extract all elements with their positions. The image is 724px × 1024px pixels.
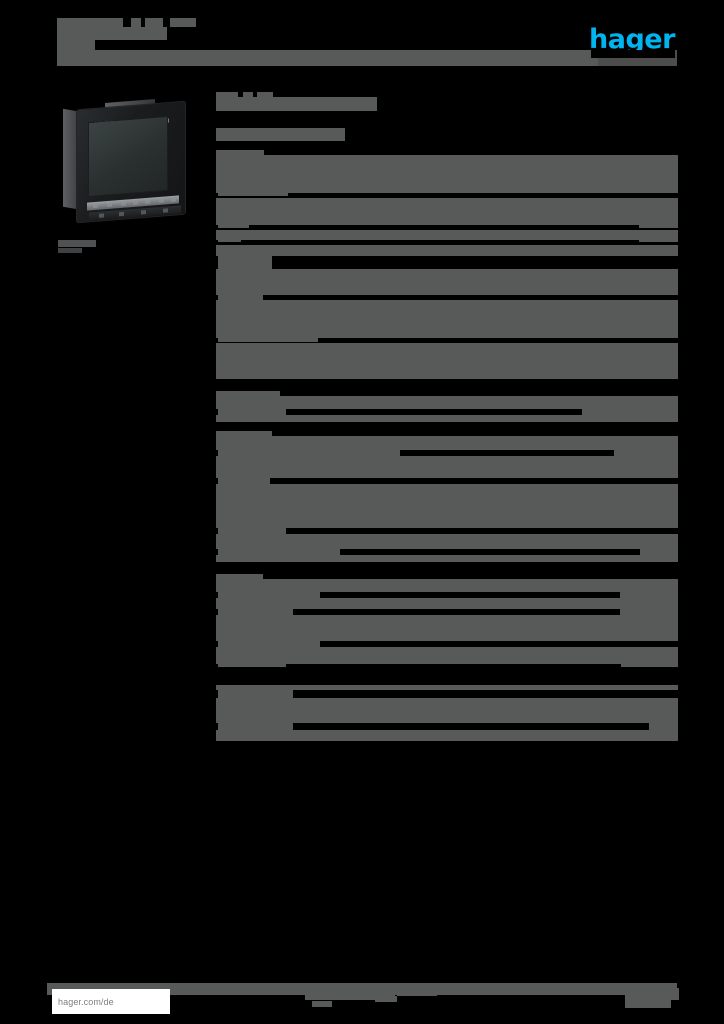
row-sep [216,549,218,555]
row-sep [216,338,218,343]
content-heading-redacted-3 [257,92,273,97]
footer-center-redacted [305,991,395,1000]
content-heading-redacted-2 [243,92,253,97]
value-gap [249,225,639,230]
value-gap [318,338,678,343]
product-button [133,200,138,205]
product-lcd-screen [88,115,168,198]
value-gap [320,592,620,598]
product-button [171,197,176,203]
section-1-row-2 [216,198,678,228]
value-gap [286,664,621,671]
section-gap-1 [216,379,678,394]
value-gap [286,528,678,534]
value-gap [293,609,620,615]
section-1-row-3 [216,230,678,242]
product-button [159,198,164,203]
document-title-line2-redacted [57,27,167,40]
value-gap [400,450,614,456]
document-title-redacted-2 [131,18,141,27]
row-sep [216,690,218,698]
section-gap-4 [216,677,678,685]
footer-center-redacted-2 [397,987,437,996]
value-gap [286,409,582,415]
section-1-heading [216,150,264,155]
product-button [107,202,112,208]
row-sep [216,295,218,300]
value-gap [263,295,678,300]
value-gap [340,549,640,555]
page-number-redacted [625,988,679,1000]
row-sep [216,193,218,198]
value-gap [241,240,639,245]
section-1-body [216,155,678,196]
value-gap [293,723,649,730]
header-band [47,50,677,66]
section-4-heading [216,574,263,579]
product-nav-button [119,211,124,217]
row-sep [216,664,218,671]
hager-logo-text: hager [589,24,675,55]
row-sep [216,240,218,245]
product-image [55,94,202,228]
footer-center-redacted-4 [312,1001,332,1007]
value-gap-2 [216,671,621,677]
product-button [121,201,126,206]
footer-band [47,983,677,995]
hager-logo: hager [589,26,675,53]
row-sep [216,723,218,730]
value-gap [320,641,678,647]
row-sep [216,592,218,598]
section-gap-2 [216,422,678,434]
document-title-redacted-4 [170,18,196,27]
row-sep [216,609,218,615]
row-sep [216,225,218,230]
content-heading-redacted [216,92,238,97]
section-3-body [216,436,678,478]
section-gap-3 [216,562,678,574]
section-3-row-2 [216,478,678,518]
content-heading-main [216,97,377,111]
header-band-notch-2 [47,50,57,66]
footer-url-box[interactable]: hager.com/de [52,989,170,1014]
value-gap [293,690,678,698]
header-band-notch [591,50,675,58]
document-title-redacted [57,18,123,27]
product-nav-button [141,210,146,215]
row-sep [216,528,218,534]
value-gap [272,256,678,269]
section-1-row-6 [216,302,678,342]
row-sep [216,478,218,484]
value-gap [270,478,678,484]
section-3-heading [216,431,272,436]
row-sep [216,450,218,456]
document-title-redacted-3 [145,18,163,27]
product-nav-button [99,213,104,218]
footer-center-redacted-3 [375,996,397,1002]
section-1-row-7 [216,343,678,379]
page-number-redacted-2 [625,1000,671,1008]
product-button [93,203,98,209]
value-gap [288,193,678,198]
product-caption-redacted [58,240,96,247]
document-subtitle-redacted [57,40,95,51]
footer-url-text[interactable]: hager.com/de [58,996,114,1007]
product-nav-button [163,208,168,213]
product-caption-redacted-2 [58,248,82,253]
row-sep [216,641,218,647]
row-sep [216,409,218,415]
product-button [145,199,150,205]
content-subheading [216,128,345,141]
row-sep [216,256,218,269]
section-2-heading [216,391,280,396]
